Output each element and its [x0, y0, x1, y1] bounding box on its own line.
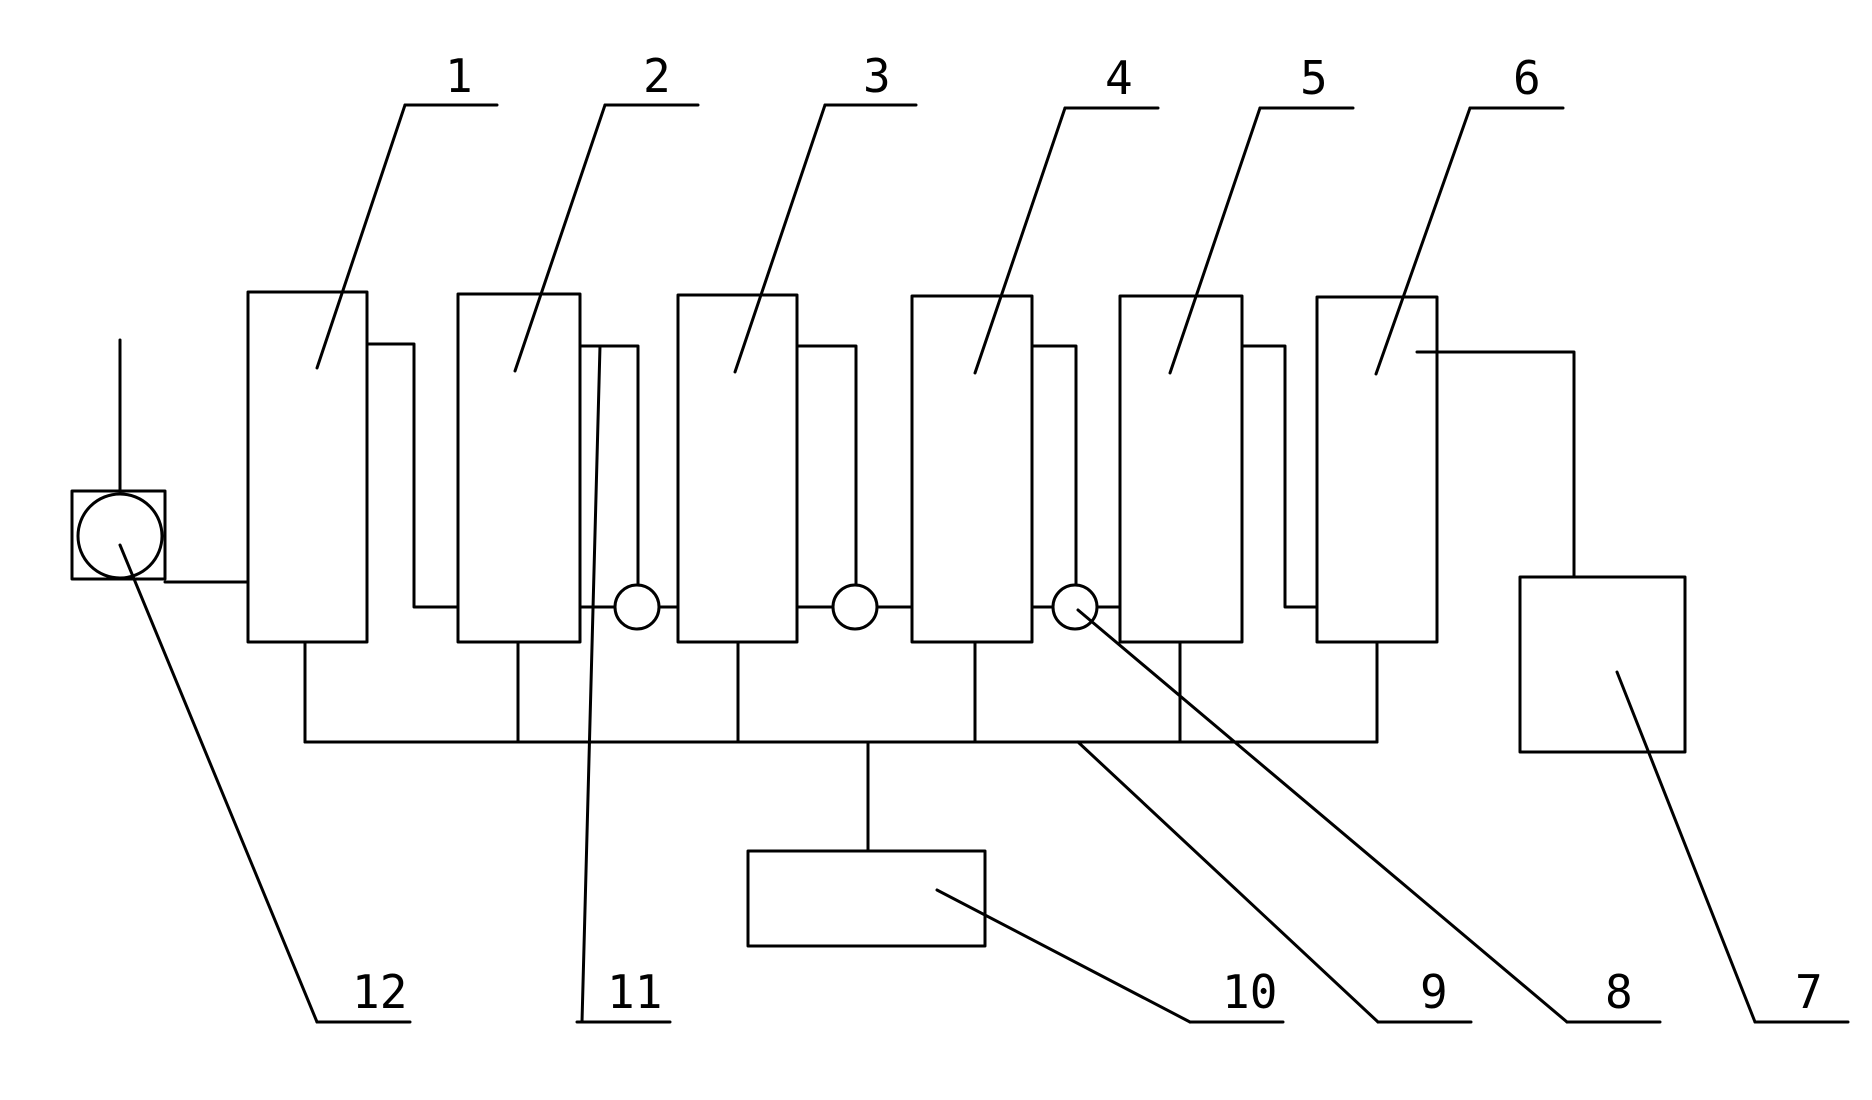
label-2: 2 — [643, 49, 671, 103]
label-8: 8 — [1605, 965, 1633, 1019]
label-7: 7 — [1795, 965, 1823, 1019]
leader-3 — [733, 103, 827, 374]
inlet-pump-icon — [76, 492, 164, 580]
vessel-4 — [910, 294, 1034, 644]
vessel-2 — [456, 292, 582, 644]
pipe-vessel-4-to-pump-3 — [1030, 344, 1078, 586]
pump-2-icon — [831, 583, 879, 631]
collector-box — [1518, 575, 1687, 754]
label-6: 6 — [1513, 51, 1541, 105]
pipe-vessel-6-to-collector — [1415, 350, 1576, 579]
label-10: 10 — [1222, 965, 1277, 1019]
vessel-5 — [1118, 294, 1244, 644]
pipe-vessel-3-to-pump-2 — [795, 344, 858, 586]
label-5: 5 — [1300, 51, 1328, 105]
leader-2 — [513, 103, 607, 373]
vessel-6 — [1315, 295, 1439, 644]
vessel-3 — [676, 293, 799, 644]
vessel-1 — [246, 290, 369, 644]
leader-4 — [973, 106, 1067, 375]
leader-12 — [118, 543, 319, 1024]
label-12: 12 — [352, 965, 407, 1019]
label-4: 4 — [1105, 51, 1133, 105]
leader-8 — [1076, 608, 1569, 1024]
leader-6 — [1374, 106, 1472, 376]
label-9: 9 — [1420, 965, 1448, 1019]
pipe-vessel-5-to-6 — [1240, 344, 1319, 609]
leader-5 — [1168, 106, 1262, 375]
pipe-vessel-2-to-pump-1 — [578, 344, 640, 586]
pump-1-icon — [613, 583, 661, 631]
tank-box — [746, 849, 987, 948]
label-11: 11 — [607, 965, 662, 1019]
riser-pipe-11 — [580, 344, 602, 1024]
pipe-vessel-1-to-2 — [365, 342, 460, 609]
leader-1 — [315, 103, 407, 370]
label-3: 3 — [863, 49, 891, 103]
leader-7 — [1615, 670, 1757, 1024]
label-1: 1 — [445, 49, 473, 103]
leader-10 — [935, 888, 1192, 1024]
leader-9 — [1076, 740, 1380, 1024]
